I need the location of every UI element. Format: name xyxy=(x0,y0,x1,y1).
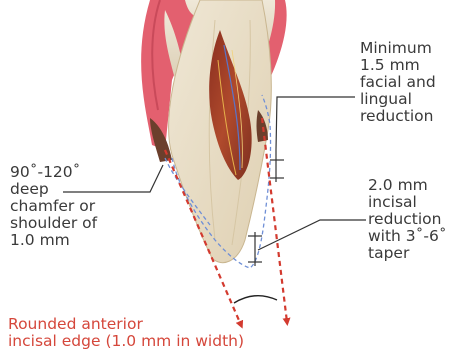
chamfer-shoulder-label: 90˚-120˚ deep chamfer or shoulder of 1.0… xyxy=(10,164,97,249)
facial-lingual-reduction-label: Minimum 1.5 mm facial and lingual reduct… xyxy=(360,40,436,125)
incisal-reduction-label: 2.0 mm incisal reduction with 3˚-6˚ tape… xyxy=(368,177,447,262)
incisal-edge-label: Rounded anterior incisal edge (1.0 mm in… xyxy=(8,316,244,350)
incisal-width-arc xyxy=(234,296,277,303)
lingual-guide-line xyxy=(262,118,287,322)
